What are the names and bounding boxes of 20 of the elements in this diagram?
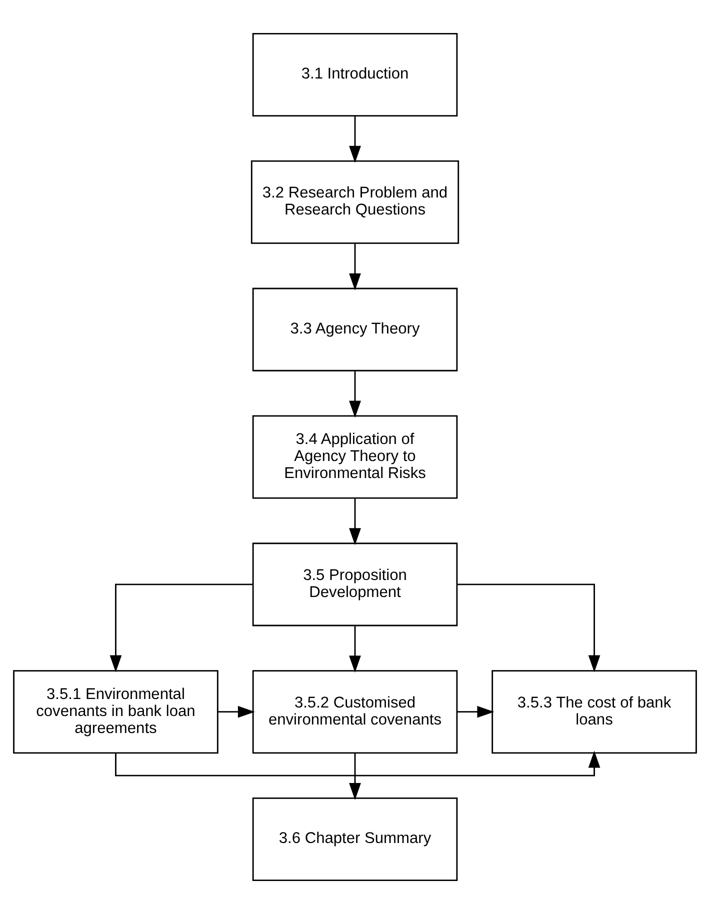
arrow: [115, 750, 600, 776]
arrow: [349, 626, 361, 673]
node-box: 3.3 Agency Theory: [252, 288, 458, 372]
arrow: [349, 244, 361, 290]
arrow: [349, 371, 361, 418]
arrow: [349, 498, 361, 546]
arrow: [457, 706, 494, 718]
node-box: 3.6 Chapter Summary: [252, 798, 458, 882]
node-box: 3.5 Proposition Development: [252, 542, 458, 626]
node-box: 3.5.2 Customised environmental covenants: [252, 670, 458, 754]
node-box: 3.5.1 Environmental covenants in bank loan agreements: [13, 670, 218, 754]
arrow: [349, 116, 361, 163]
node-box: 3.1 Introduction: [252, 32, 458, 116]
arrow: [457, 584, 600, 672]
arrow: [349, 754, 361, 800]
arrow: [218, 706, 255, 718]
arrow: [110, 584, 253, 672]
node-box: 3.4 Application of Agency Theory to Environmental Risks: [252, 415, 458, 499]
node-box: 3.2 Research Problem and Research Questions: [250, 160, 460, 244]
node-box: 3.5.3 The cost of bank loans: [492, 670, 697, 754]
